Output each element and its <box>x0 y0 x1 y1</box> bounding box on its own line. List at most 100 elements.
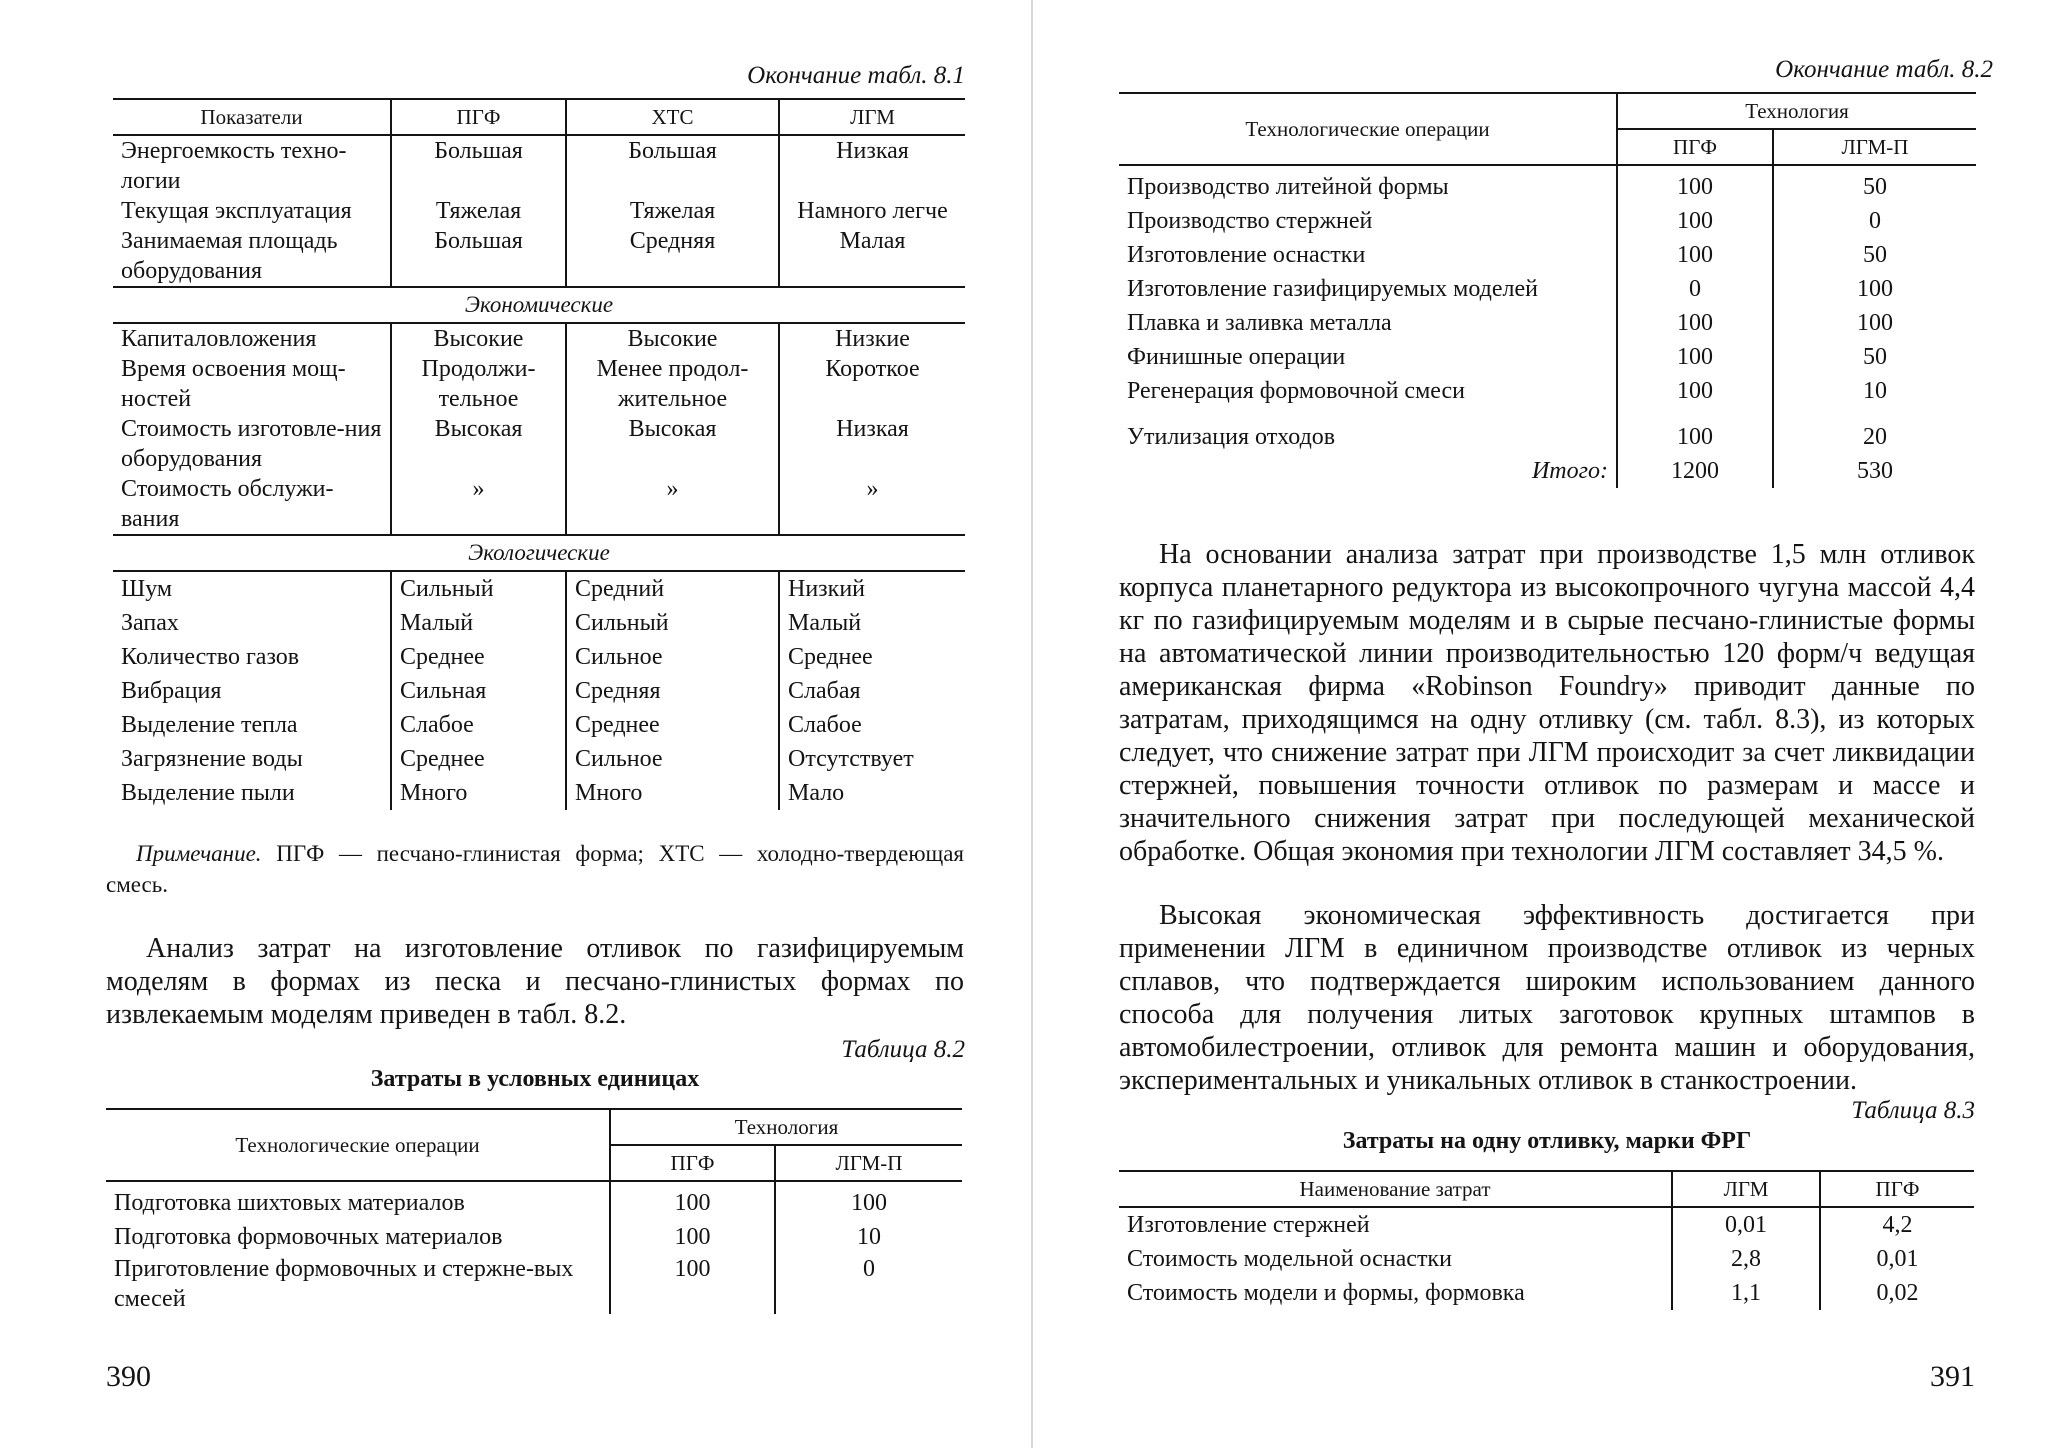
table-row: Выделение пыли Много Много Мало <box>113 776 965 810</box>
table-cell: Менее продол-жительное <box>565 354 779 414</box>
table-8-2: Технологические операции Технология ПГФ … <box>106 1108 962 1314</box>
table-cell: 0,01 <box>1671 1207 1820 1242</box>
table-cell: Тяжелая <box>390 196 566 226</box>
table-cell: 20 <box>1772 408 1976 454</box>
table-cell-operation: Изготовление газифицируемых моделей <box>1127 276 1538 302</box>
table-cell: Низкая <box>778 414 965 474</box>
table-8-2-caption: Таблица 8.2 <box>841 1036 965 1063</box>
table-cell-indicator: Выделение тепла <box>121 712 298 738</box>
table-row: Финишные операции 100 50 <box>1119 340 1976 374</box>
table-cell-cost: Стоимость модели и формы, формовка <box>1127 1280 1525 1306</box>
table-8-1-continuation-caption: Окончание табл. 8.1 <box>747 62 965 89</box>
header-lgm-p: ЛГМ-П <box>774 1145 962 1181</box>
table-cell: » <box>565 474 779 535</box>
table-cell-indicator: Время освоения мощ-ностей <box>121 356 346 412</box>
table-cell: Сильная <box>390 674 566 708</box>
table-cell: 0 <box>1616 272 1773 306</box>
table-cell: 100 <box>1616 238 1773 272</box>
table-cell: Высокая <box>565 414 779 474</box>
table-cell: Среднее <box>778 640 965 674</box>
table-cell: 100 <box>1616 340 1773 374</box>
table-8-1: Показатели ПГФ ХТС ЛГМ Энергоемкость тех… <box>113 98 965 810</box>
table-8-3-title: Затраты на одну отливку, марки ФРГ <box>1342 1128 1752 1154</box>
total-label: Итого: <box>1531 458 1608 484</box>
table-cell: Намного легче <box>778 196 965 226</box>
table-8-3-header-row: Наименование затрат ЛГМ ПГФ <box>1119 1171 1974 1207</box>
table-cell-indicator: Капиталовложения <box>121 326 317 352</box>
table-cell-indicator: Энергоемкость техно-логии <box>121 138 347 194</box>
table-header-cell: ЛГМ <box>778 99 965 135</box>
section-heading-ecological: Экологические <box>113 534 965 572</box>
table-cell: Сильное <box>565 742 779 776</box>
table-cell: Высокие <box>390 323 566 354</box>
table-cell: Сильный <box>390 571 566 606</box>
table-cell: 10 <box>1772 374 1976 408</box>
table-cell-indicator: Выделение пыли <box>121 780 295 806</box>
table-header-cell: Показатели <box>200 105 303 129</box>
table-row: Текущая эксплуатация Тяжелая Тяжелая Нам… <box>113 196 965 226</box>
table-cell-indicator: Загрязнение воды <box>121 746 303 772</box>
table-cell: Сильный <box>565 606 779 640</box>
page-number: 390 <box>106 1360 151 1393</box>
table-cell: 0 <box>774 1254 962 1314</box>
table-cell: 0,02 <box>1819 1276 1974 1310</box>
table-cell-operation: Утилизация отходов <box>1127 424 1336 450</box>
header-pgf: ПГФ <box>1616 129 1773 165</box>
table-8-3: Наименование затрат ЛГМ ПГФ Изготовление… <box>1119 1170 1974 1310</box>
table-cell: 100 <box>1616 374 1773 408</box>
table-cell: 100 <box>1616 165 1773 204</box>
table-row: Плавка и заливка металла 100 100 <box>1119 306 1976 340</box>
table-row: Вибрация Сильная Средняя Слабая <box>113 674 965 708</box>
table-cell: 100 <box>609 1254 775 1314</box>
table-8-1-header-row: Показатели ПГФ ХТС ЛГМ <box>113 99 965 135</box>
header-technology: Технология <box>1616 93 1976 130</box>
table-row: Энергоемкость техно-логии Большая Больша… <box>113 135 965 196</box>
table-cell: Большая <box>565 135 779 196</box>
note-text: ПГФ — песчано-глинистая форма; ХТС — хол… <box>106 841 964 897</box>
table-cell: Тяжелая <box>565 196 779 226</box>
table-row: Выделение тепла Слабое Среднее Слабое <box>113 708 965 742</box>
table-cell: 100 <box>609 1181 775 1220</box>
table-cell: Сильное <box>565 640 779 674</box>
table-cell: Среднее <box>390 640 566 674</box>
table-row: Стоимость модели и формы, формовка 1,1 0… <box>1119 1276 1974 1310</box>
table-cell-indicator: Стоимость обслужи-вания <box>121 476 334 532</box>
table-cell-indicator: Текущая эксплуатация <box>121 198 352 224</box>
table-cell-operation: Производство стержней <box>1127 208 1373 234</box>
table-cell: Много <box>565 776 779 810</box>
header-lgm: ЛГМ <box>1671 1171 1820 1207</box>
table-cell: 100 <box>1616 204 1773 238</box>
table-cell-indicator: Количество газов <box>121 644 300 670</box>
table-cell-cost: Изготовление стержней <box>1127 1212 1370 1238</box>
table-cell-operation: Приготовление формовочных и стержне-вых … <box>114 1256 574 1312</box>
table-row: Утилизация отходов 100 20 <box>1119 408 1976 454</box>
table-header-cell: ХТС <box>565 99 779 135</box>
table-cell-operation: Регенерация формовочной смеси <box>1127 378 1466 404</box>
header-lgm-p: ЛГМ-П <box>1772 129 1976 165</box>
table-row: Стоимость изготовле-ния оборудования Выс… <box>113 414 965 474</box>
table-cell-cost: Стоимость модельной оснастки <box>1127 1246 1452 1272</box>
header-operations: Технологические операции <box>106 1109 610 1182</box>
table-cell: 1,1 <box>1671 1276 1820 1310</box>
table-cell: 10 <box>774 1220 962 1254</box>
body-paragraph: На основании анализа затрат при производ… <box>1119 539 1975 867</box>
table-cell-operation: Изготовление оснастки <box>1127 242 1366 268</box>
table-cell: 2,8 <box>1671 1242 1820 1276</box>
table-8-2-continuation: Технологические операции Технология ПГФ … <box>1119 92 1976 488</box>
table-8-2-end-caption: Окончание табл. 8.2 <box>1775 56 1993 83</box>
table-row: Приготовление формовочных и стержне-вых … <box>106 1254 962 1314</box>
table-cell: 50 <box>1772 340 1976 374</box>
table-cell-indicator: Занимаемая площадь оборудования <box>121 228 338 284</box>
table-row: Стоимость обслужи-вания » » » <box>113 474 965 535</box>
page-number: 391 <box>1930 1360 1975 1393</box>
table-cell: Отсутствует <box>778 742 965 776</box>
header-operations: Технологические операции <box>1119 93 1617 166</box>
body-paragraph: Анализ затрат на изготовление отливок по… <box>106 933 964 1030</box>
table-row: Подготовка шихтовых материалов 100 100 <box>106 1181 962 1220</box>
table-cell: Малая <box>778 226 965 287</box>
table-cell-operation: Подготовка шихтовых материалов <box>114 1190 465 1216</box>
table-cell: Большая <box>390 135 566 196</box>
table-row: Подготовка формовочных материалов 100 10 <box>106 1220 962 1254</box>
table-header-cell: ПГФ <box>390 99 566 135</box>
table-row: Стоимость модельной оснастки 2,8 0,01 <box>1119 1242 1974 1276</box>
